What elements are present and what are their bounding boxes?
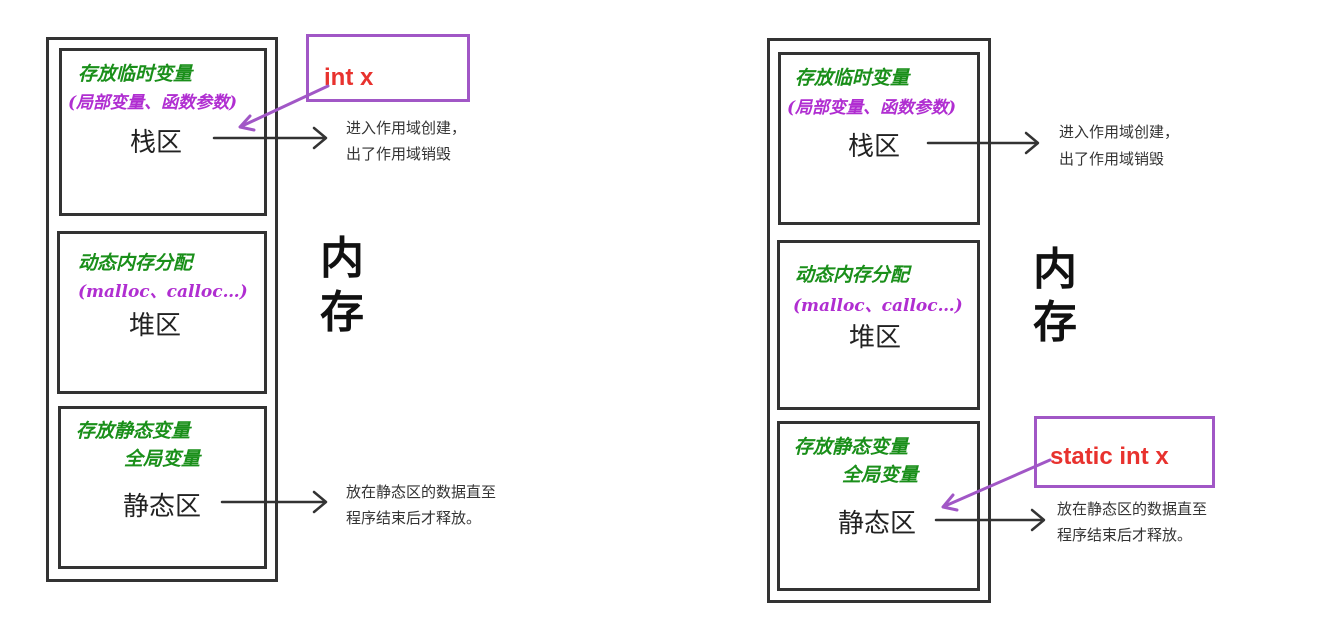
left-heap-region <box>57 231 267 394</box>
right-static-int-x-callout-text: static int x <box>1050 443 1169 470</box>
right-stack-name: 栈区 <box>848 132 901 162</box>
left-stack-note-line2: (局部变量、函数参数) <box>68 93 238 113</box>
left-static-name: 静态区 <box>123 492 202 522</box>
right-stack-note-line1: 存放临时变量 <box>795 67 910 89</box>
right-static-desc-line2: 程序结束后才释放。 <box>1057 526 1193 544</box>
right-static-int-x-callout: static int x <box>1034 416 1215 488</box>
right-static-note-line2: 全局变量 <box>842 464 919 486</box>
left-stack-arrow <box>212 126 328 150</box>
left-stack-region <box>59 48 267 216</box>
right-static-int-x-pointer <box>941 458 1052 512</box>
left-static-desc-line2: 程序结束后才释放。 <box>346 509 482 527</box>
right-heap-name: 堆区 <box>849 323 902 353</box>
left-heap-note-line1: 动态内存分配 <box>78 252 193 274</box>
right-stack-arrow <box>926 131 1040 155</box>
right-static-region <box>777 421 980 591</box>
left-int-x-pointer <box>238 84 330 132</box>
right-heap-note-line2: (malloc、calloc…) <box>793 296 963 316</box>
left-static-region <box>58 406 267 569</box>
left-heap-name: 堆区 <box>129 311 182 341</box>
right-static-note-line1: 存放静态变量 <box>794 436 909 458</box>
left-stack-name: 栈区 <box>130 128 183 158</box>
right-heap-note-line1: 动态内存分配 <box>795 264 910 286</box>
right-memory-label-char2: 存 <box>1033 297 1077 348</box>
left-memory-frame <box>46 37 278 582</box>
right-memory-label-char1: 内 <box>1033 244 1077 295</box>
right-static-name: 静态区 <box>838 509 917 539</box>
right-stack-note-line2: (局部变量、函数参数) <box>787 98 957 118</box>
left-memory-label-char2: 存 <box>320 287 364 338</box>
left-stack-desc-line2: 出了作用域销毁 <box>346 145 452 163</box>
right-heap-region <box>777 240 980 410</box>
left-stack-desc-line1: 进入作用域创建， <box>346 119 467 137</box>
right-stack-desc-line1: 进入作用域创建， <box>1059 123 1180 141</box>
left-heap-note-line2: (malloc、calloc…) <box>78 282 248 302</box>
left-static-desc-line1: 放在静态区的数据直至 <box>346 483 497 501</box>
left-int-x-callout: int x <box>306 34 470 102</box>
left-static-arrow <box>220 490 328 514</box>
right-static-arrow <box>934 508 1046 532</box>
right-stack-region <box>778 52 980 225</box>
left-memory-label-char1: 内 <box>320 233 364 284</box>
left-int-x-callout-text: int x <box>324 64 374 91</box>
left-static-note-line1: 存放静态变量 <box>76 420 191 442</box>
right-stack-desc-line2: 出了作用域销毁 <box>1059 150 1165 168</box>
right-memory-frame <box>767 38 991 603</box>
left-static-note-line2: 全局变量 <box>124 448 201 470</box>
right-static-desc-line1: 放在静态区的数据直至 <box>1057 500 1208 518</box>
left-stack-note-line1: 存放临时变量 <box>78 63 193 85</box>
